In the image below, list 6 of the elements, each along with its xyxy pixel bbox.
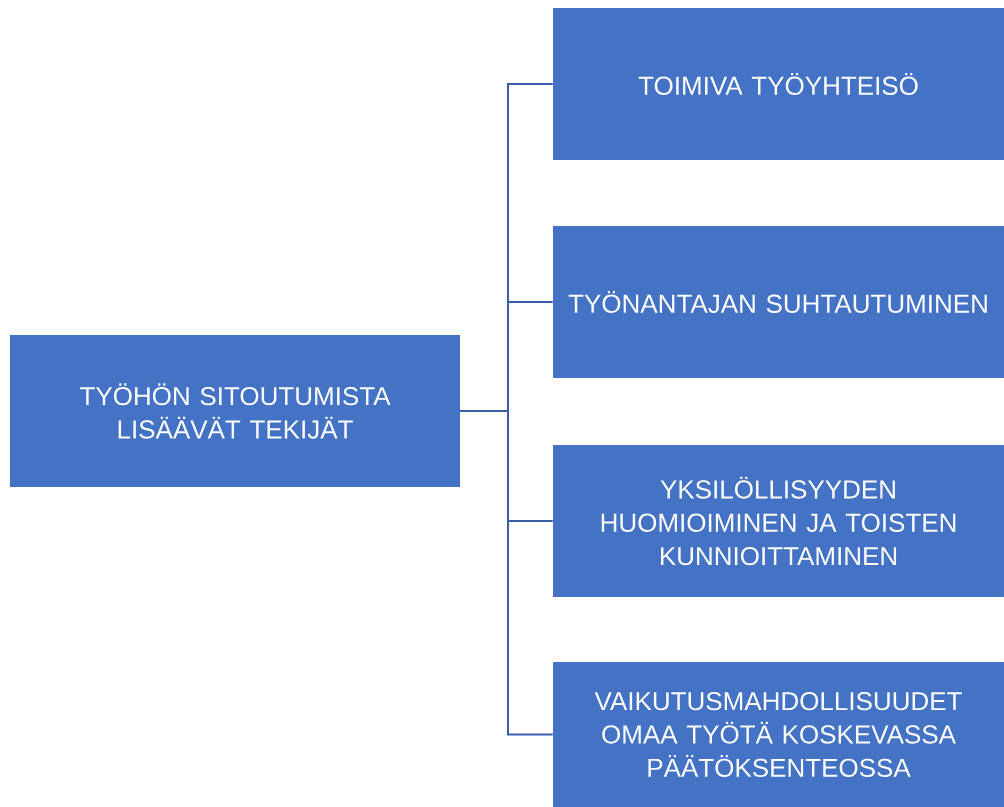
connector-line <box>459 410 554 736</box>
text-box: YKSILÖLLISYYDEN HUOMIOIMINEN JA TOISTEN KUNNIOITTAMINEN <box>553 445 1004 597</box>
text-box: TOIMIVA TYÖYHTEISÖ <box>553 8 1004 160</box>
text-box: TYÖNANTAJAN SUHTAUTUMINEN <box>553 226 1004 378</box>
text-box: TYÖHÖN SITOUTUMISTA LISÄÄVÄT TEKIJÄT <box>10 335 460 487</box>
text-box: VAIKUTUSMAHDOLLISUUDET OMAA TYÖTÄ KOSKEVASSA PÄÄTÖKSENTEOSSA <box>553 662 1004 807</box>
